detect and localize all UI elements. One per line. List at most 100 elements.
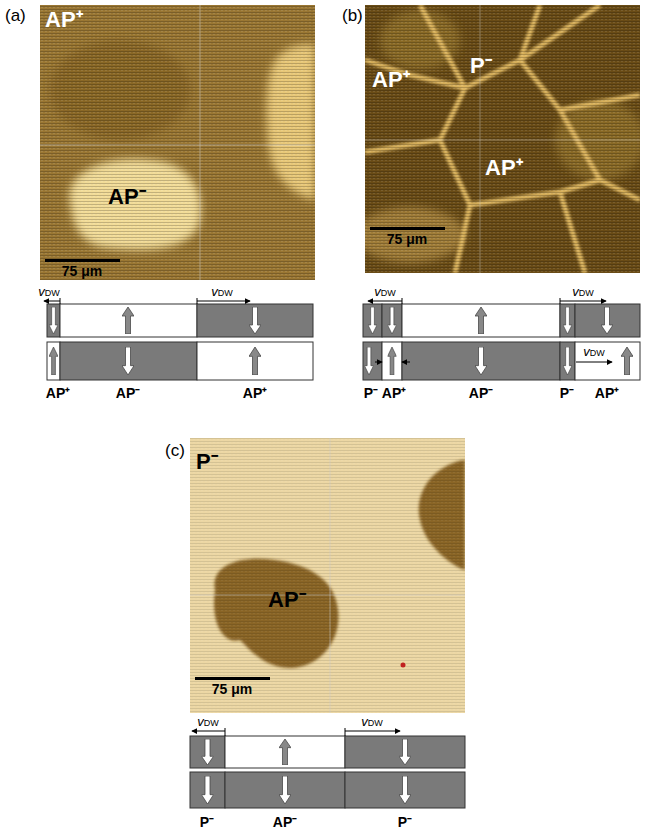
- moment-arrow: [601, 307, 613, 334]
- domain-label: AP⁺: [46, 386, 70, 400]
- image-ground: [190, 438, 465, 713]
- velocity-label: vDW: [211, 285, 233, 298]
- velocity-label: vDW: [374, 285, 396, 298]
- image-ground: [365, 5, 640, 273]
- crosshair: [190, 595, 465, 596]
- moment-arrow: [279, 739, 291, 765]
- layer-section: [402, 342, 560, 380]
- layer-section: [575, 342, 640, 380]
- domain-label: AP⁻: [273, 815, 297, 829]
- moment-arrow: [122, 307, 134, 334]
- image-noise: [365, 5, 640, 273]
- domain-label: P⁻: [196, 451, 218, 473]
- mfm-image: [40, 5, 315, 280]
- moment-arrow: [249, 307, 261, 334]
- velocity-arrow: [345, 731, 400, 732]
- domain-label: P⁻: [398, 815, 412, 829]
- moment-arrow: [388, 347, 397, 375]
- domain-label: AP⁻: [268, 589, 306, 611]
- scale-bar-label: 75 μm: [387, 232, 427, 246]
- velocity-label: vDW: [572, 285, 594, 298]
- moment-arrow: [621, 347, 633, 375]
- moment-arrow: [202, 739, 214, 765]
- moment-arrows: [49, 307, 261, 375]
- moment-arrow: [49, 307, 58, 334]
- layer-schematic: [47, 304, 313, 380]
- domain-walls: [365, 5, 640, 273]
- velocity-label: vDW: [197, 715, 219, 728]
- domain-label: AP⁺: [372, 69, 410, 91]
- layer-section: [575, 304, 640, 337]
- domain-label: AP⁺: [485, 157, 523, 179]
- layer-section: [47, 342, 60, 380]
- velocity-label: vDW: [38, 285, 60, 298]
- velocity-arrow: [375, 362, 382, 363]
- moment-arrow: [249, 347, 261, 375]
- moment-arrow: [365, 347, 374, 375]
- domain-label: AP⁻: [108, 186, 146, 208]
- moment-arrows: [202, 739, 412, 804]
- layer-section: [402, 304, 560, 337]
- image-ground: [40, 5, 315, 280]
- moment-arrow: [202, 776, 214, 804]
- domain-label: AP⁺: [243, 386, 267, 400]
- image-noise: [40, 5, 315, 280]
- domain-label: P⁻: [200, 815, 214, 829]
- moment-arrow: [475, 347, 487, 375]
- domain-label: AP⁺: [45, 9, 83, 31]
- scale-bar: [195, 677, 270, 680]
- moment-arrow: [399, 739, 411, 765]
- layer-section: [363, 304, 382, 337]
- layer-section: [345, 772, 465, 808]
- scale-bar-label: 75 μm: [212, 682, 252, 696]
- wall-tick: [225, 728, 226, 736]
- layer-section: [47, 304, 60, 337]
- wall-velocity: [44, 298, 250, 304]
- domain-label: P⁻: [364, 386, 378, 400]
- panel-letter: (c): [165, 442, 185, 459]
- wall-velocity: [368, 298, 612, 362]
- layer-section: [190, 736, 225, 768]
- velocity-arrow: [368, 301, 402, 302]
- scale-bar: [370, 227, 445, 230]
- crosshair: [200, 5, 201, 280]
- velocity-arrow: [560, 301, 606, 302]
- moment-arrow: [388, 307, 397, 334]
- mfm-image: [365, 5, 640, 273]
- velocity-arrow: [192, 731, 225, 732]
- layer-schematic: [190, 736, 465, 808]
- crosshair: [365, 140, 640, 141]
- moment-arrow: [563, 307, 572, 334]
- layer-section: [363, 342, 382, 380]
- moment-arrow: [49, 347, 58, 375]
- layer-section: [225, 772, 345, 808]
- velocity-label: vDW: [361, 715, 383, 728]
- domain-label: P⁻: [560, 386, 574, 400]
- mfm-image: [190, 438, 465, 713]
- panel-letter: (b): [342, 7, 363, 24]
- domain-label: P⁻: [470, 55, 492, 77]
- domain-label: AP⁻: [116, 386, 140, 400]
- layer-section: [345, 736, 465, 768]
- layer-schematic: [363, 304, 640, 380]
- layer-section: [560, 304, 575, 337]
- wall-velocity: [192, 728, 400, 736]
- moment-arrow: [279, 776, 291, 804]
- moment-arrow: [399, 776, 411, 804]
- layer-section: [197, 342, 313, 380]
- crosshair: [330, 438, 331, 713]
- layer-section: [197, 304, 313, 337]
- marker-dot: [401, 663, 406, 668]
- moment-arrow: [122, 347, 134, 375]
- velocity-arrow: [576, 362, 612, 363]
- panel-letter: (a): [5, 7, 26, 24]
- velocity-arrow: [402, 362, 410, 363]
- velocity-arrow: [197, 301, 250, 302]
- layer-section: [60, 342, 197, 380]
- velocity-label: vDW: [583, 345, 605, 358]
- layer-section: [225, 736, 345, 768]
- moment-arrow: [368, 307, 377, 334]
- scale-bar-label: 75 μm: [62, 264, 102, 278]
